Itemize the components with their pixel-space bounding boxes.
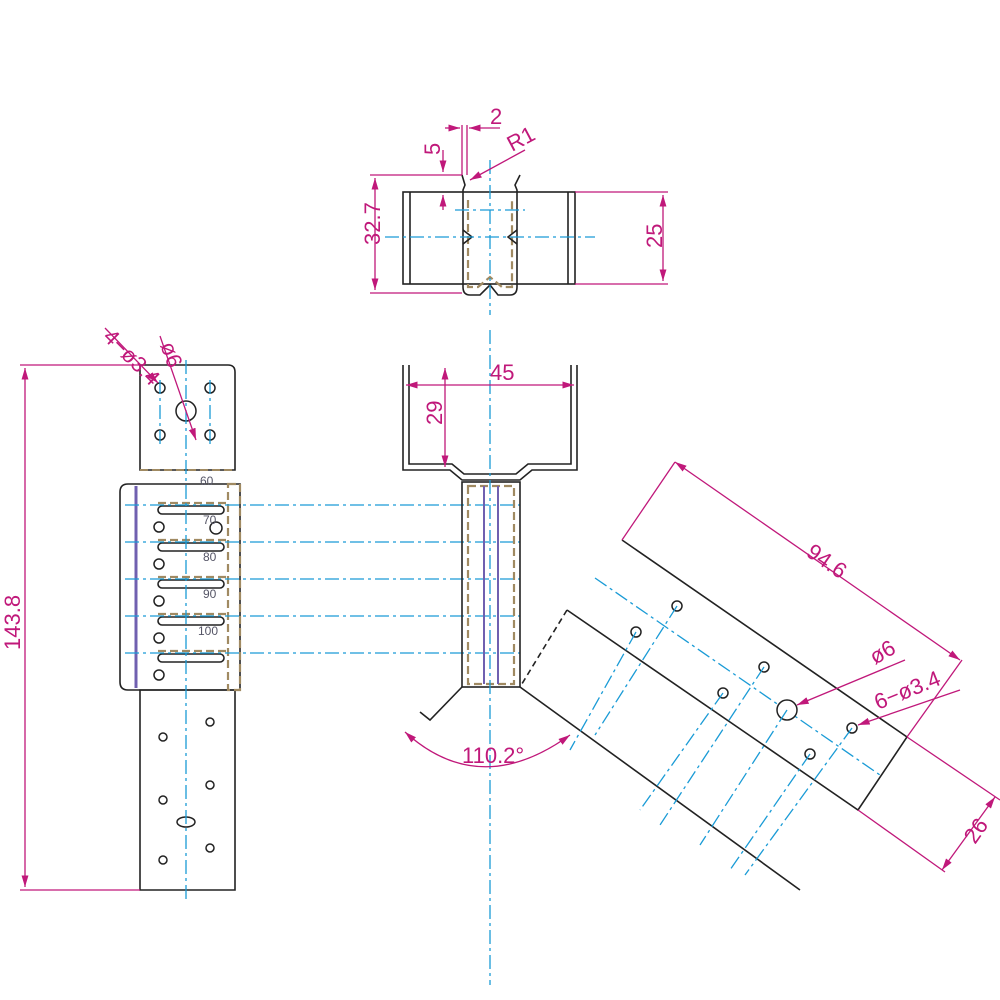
svg-text:90: 90 xyxy=(203,587,217,601)
dim-depth: 29 xyxy=(422,401,447,425)
svg-text:60: 60 xyxy=(200,474,214,488)
dim-width: 45 xyxy=(490,360,514,385)
dim-plate-width: 26 xyxy=(959,813,994,847)
slots xyxy=(157,501,228,663)
dim-small-holes-right: 6−ø3.4 xyxy=(871,666,944,715)
front-view: 45 29 110.2° xyxy=(402,330,801,985)
dim-body-height: 25 xyxy=(642,224,667,248)
dim-total-length: 143.8 xyxy=(0,595,25,650)
svg-text:70: 70 xyxy=(203,513,217,527)
dim-radius: R1 xyxy=(503,121,540,156)
svg-text:100: 100 xyxy=(198,624,218,638)
projection-lines xyxy=(125,504,520,654)
dim-lip: 5 xyxy=(420,143,445,155)
dim-large-hole-left: ø6 xyxy=(155,338,187,371)
dim-plate-length: 94.6 xyxy=(802,539,851,584)
dim-small-holes-left: 4−ø3.4 xyxy=(98,324,165,391)
scale-marks: 60 70 80 90 100 xyxy=(198,474,218,638)
svg-text:80: 80 xyxy=(203,550,217,564)
top-view: 32.7 25 5 2 R1 xyxy=(360,104,668,315)
plate-view: 94.6 26 ø6 6−ø3.4 xyxy=(519,461,1000,876)
dim-thickness: 2 xyxy=(490,104,502,129)
side-view: 60 70 80 90 100 143.8 4−ø3.4 ø6 xyxy=(0,324,242,900)
dim-angle: 110.2° xyxy=(462,743,524,768)
dim-overall-height: 32.7 xyxy=(360,202,385,245)
